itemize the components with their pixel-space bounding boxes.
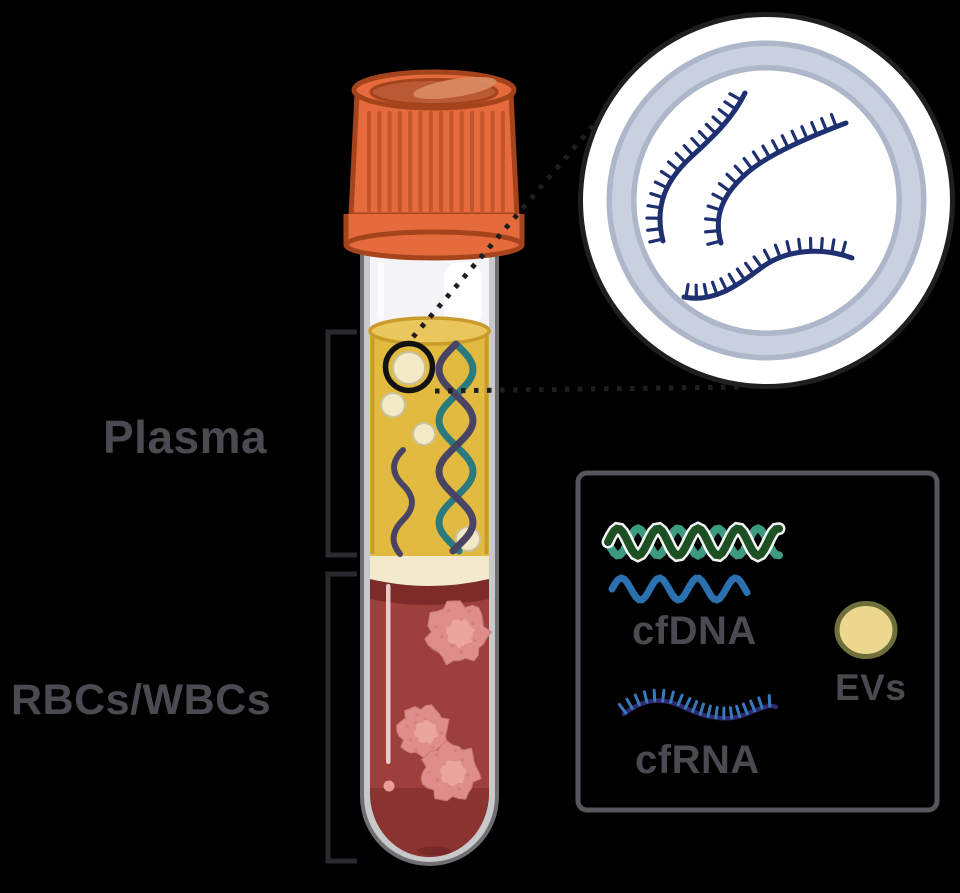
zoom-callout-circle	[578, 12, 955, 389]
blood-top-shade	[370, 579, 489, 605]
wbc-speckle	[459, 650, 464, 654]
blood-bubble	[383, 780, 395, 792]
tube-cap	[343, 69, 525, 261]
wbc-speckle	[460, 758, 465, 762]
wbc-speckle	[427, 770, 432, 775]
wbc-speckle	[453, 748, 458, 752]
cfdna-label: cfDNA	[632, 609, 757, 653]
rna-strand-icon	[681, 236, 855, 301]
wbc-speckle	[431, 745, 435, 750]
wbc-speckle	[439, 731, 443, 735]
wbc-speckle	[408, 738, 413, 742]
plasma-layer	[368, 316, 491, 557]
cfrna-icon	[617, 688, 779, 721]
ev-particle	[380, 392, 406, 418]
wbc-speckle	[435, 778, 440, 783]
dna-helix-icon	[435, 340, 477, 555]
wbc-speckle	[446, 608, 450, 613]
glass-shine-thin	[378, 262, 384, 320]
wbc-speckle	[472, 638, 477, 642]
wbc-cell-nucleus	[445, 618, 476, 649]
wbc-speckle	[434, 753, 439, 758]
glass-shine	[444, 262, 482, 328]
magnifier-circle-icon	[382, 340, 436, 394]
dotted-connector-upper	[411, 119, 599, 339]
blood-layer	[370, 556, 492, 857]
wbc-speckle	[415, 713, 419, 717]
wbc-cell-nucleus	[439, 760, 467, 787]
wbc-cell	[424, 600, 492, 666]
wbc-cells	[396, 600, 492, 802]
callout-band-light	[612, 46, 921, 355]
bracket-rbcs-wbcs	[325, 571, 357, 864]
layer-brackets	[325, 329, 357, 864]
wbc-speckle	[413, 720, 418, 725]
helix-strand-slate	[435, 340, 477, 555]
ev-particle	[392, 351, 426, 385]
plasma-label: Plasma	[103, 411, 268, 463]
bracket-plasma	[325, 329, 357, 558]
wbc-speckle	[471, 621, 476, 626]
zoom-connectors	[411, 119, 741, 394]
cfdna-wave-icon	[608, 574, 751, 604]
wbc-cell	[420, 740, 482, 802]
wbc-speckle	[405, 724, 410, 729]
rna-strand-icon	[645, 90, 748, 244]
wbc-speckle	[466, 772, 470, 777]
wbc-cell-nucleus	[414, 719, 439, 745]
wbc-speckle	[467, 609, 471, 613]
wbc-speckle	[450, 644, 454, 648]
evs-icon	[834, 601, 898, 659]
cfdna-icon	[601, 521, 786, 563]
evs-label: EVs	[835, 667, 907, 708]
rna-strand-icon	[703, 113, 849, 246]
legend-border	[575, 470, 940, 813]
ev-particle	[412, 422, 436, 446]
cfrna-label: cfRNA	[635, 738, 760, 782]
wbc-speckle	[423, 717, 428, 721]
rbcs-wbcs-label: RBCs/WBCs	[11, 676, 272, 724]
wbc-speckle	[413, 748, 418, 752]
blood-shine	[386, 584, 391, 764]
cfdna-strand-dark	[604, 524, 783, 560]
wbc-speckle	[457, 787, 462, 791]
wbc-speckle	[440, 635, 444, 639]
blood-bottom-shade	[370, 788, 489, 857]
cap-top-highlight	[413, 76, 497, 100]
rna-squiggle-icon	[390, 447, 415, 557]
wbc-speckle	[434, 624, 438, 629]
cap-flange-bottom	[343, 229, 525, 261]
test-tube	[360, 251, 499, 867]
legend-box	[575, 470, 940, 813]
buffy-coat-layer	[370, 556, 489, 586]
plasma-surface	[368, 316, 491, 346]
blood-bottom-shadow	[417, 846, 451, 856]
